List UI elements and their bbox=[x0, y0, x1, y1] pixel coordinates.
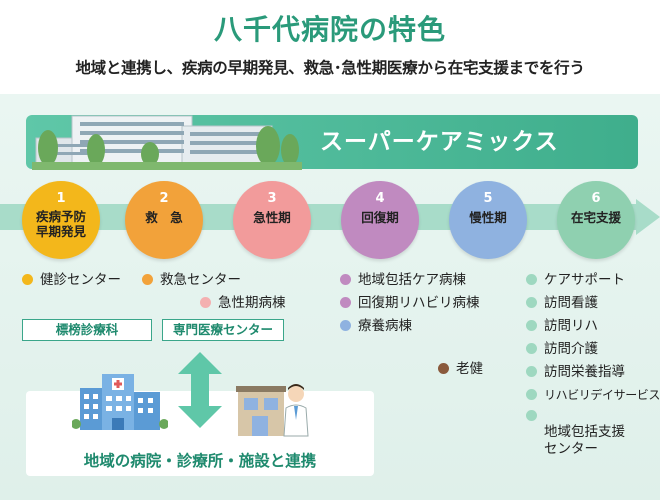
list-item: 健診センター bbox=[22, 271, 121, 289]
list-item: 救急センター bbox=[142, 271, 241, 289]
bullet-dot bbox=[526, 366, 537, 377]
page-subtitle: 地域と連携し、疾病の早期発見、救急･急性期医療から在宅支援までを行う bbox=[75, 59, 585, 77]
step-label: 回復期 bbox=[361, 210, 399, 225]
list-item: 地域包括支援 センター bbox=[526, 407, 625, 457]
super-care-mix-title: スーパーケアミックス bbox=[320, 129, 559, 155]
bullet-dot bbox=[340, 297, 351, 308]
double-arrow-icon bbox=[178, 352, 222, 428]
step-label: 慢性期 bbox=[469, 210, 507, 225]
bullet-dot bbox=[22, 274, 33, 285]
step-acute: 3 急性期 bbox=[233, 181, 311, 259]
step-emergency: 2 救 急 bbox=[125, 181, 203, 259]
clinic-doctor-icon bbox=[236, 384, 309, 437]
list-item: 回復期リハビリ病棟 bbox=[340, 294, 480, 312]
bullet-dot bbox=[340, 274, 351, 285]
step-chronic: 5 慢性期 bbox=[449, 181, 527, 259]
step-recovery: 4 回復期 bbox=[341, 181, 419, 259]
center-tag: 専門医療センター bbox=[162, 319, 284, 341]
bullet-dot bbox=[142, 274, 153, 285]
bullet-dot bbox=[526, 389, 537, 400]
list-item: 療養病棟 bbox=[340, 317, 412, 335]
step-prevention: 1 疾病予防 早期発見 bbox=[22, 181, 100, 259]
step-number: 6 bbox=[591, 191, 601, 206]
community-link-label: 地域の病院・診療所・施設と連携 bbox=[83, 452, 317, 470]
step-home-support: 6 在宅支援 bbox=[557, 181, 635, 259]
bullet-dot bbox=[526, 297, 537, 308]
list-item: 地域包括ケア病棟 bbox=[340, 271, 466, 289]
bullet-dot bbox=[200, 297, 211, 308]
page-title: 八千代病院の特色 bbox=[213, 13, 446, 46]
step-number: 3 bbox=[267, 191, 277, 206]
bullet-dot bbox=[438, 363, 449, 374]
step-label: 疾病予防 早期発見 bbox=[35, 209, 86, 239]
step-number: 2 bbox=[159, 191, 169, 206]
bullet-dot bbox=[526, 410, 537, 421]
list-item: 急性期病棟 bbox=[200, 294, 286, 312]
step-number: 1 bbox=[56, 191, 66, 206]
specialty-tag: 標榜診療科 bbox=[22, 319, 152, 341]
step-label: 急性期 bbox=[253, 210, 291, 225]
step-label: 救 急 bbox=[145, 210, 183, 225]
list-item: ケアサポート bbox=[526, 271, 625, 289]
bullet-dot bbox=[340, 320, 351, 331]
step-number: 4 bbox=[375, 191, 385, 206]
list-item: 老健 bbox=[438, 360, 483, 378]
list-item: リハビリデイサービス彩 bbox=[526, 386, 660, 404]
list-item: 訪問看護 bbox=[526, 294, 598, 312]
hospital-icon bbox=[72, 374, 168, 430]
list-item: 訪問栄養指導 bbox=[526, 363, 625, 381]
bullet-dot bbox=[526, 343, 537, 354]
step-label: 在宅支援 bbox=[570, 210, 621, 225]
bullet-dot bbox=[526, 274, 537, 285]
hospital-building-illustration bbox=[32, 115, 302, 170]
step-number: 5 bbox=[483, 191, 493, 206]
list-item: 訪問リハ bbox=[526, 317, 598, 335]
list-item: 訪問介護 bbox=[526, 340, 598, 358]
bullet-dot bbox=[526, 320, 537, 331]
